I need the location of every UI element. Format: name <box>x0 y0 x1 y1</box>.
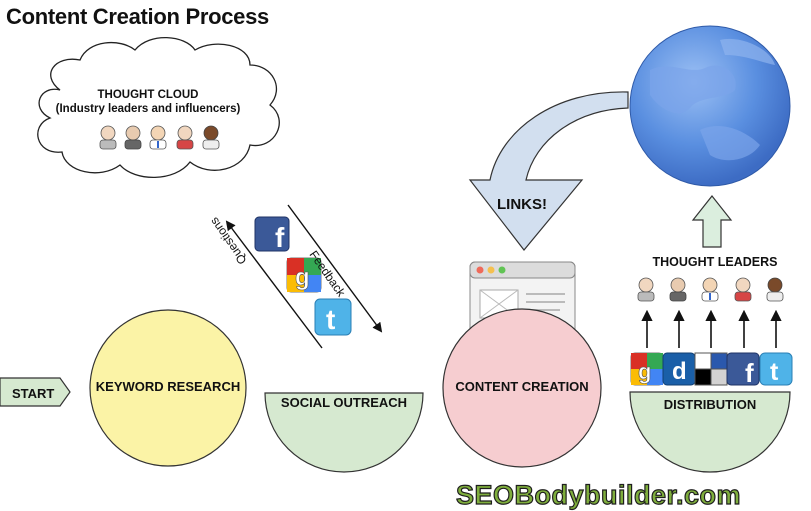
svg-text:f: f <box>275 222 285 253</box>
keyword-research-circle <box>89 309 247 467</box>
facebook-icon: f <box>254 216 290 253</box>
thought-cloud-label: THOUGHT CLOUD (Industry leaders and infl… <box>48 88 248 116</box>
thought-cloud-heading: THOUGHT CLOUD <box>97 89 199 101</box>
google-icon: g <box>286 257 322 293</box>
person-icon <box>766 277 784 302</box>
distribution-up-arrows <box>641 309 782 348</box>
person-icon <box>637 277 655 302</box>
content-creation-circle <box>442 308 602 468</box>
svg-text:f: f <box>745 358 754 388</box>
social-outreach-shape <box>264 392 424 473</box>
person-icon <box>734 277 752 302</box>
page-title: Content Creation Process <box>6 4 269 29</box>
thought-leaders-people <box>637 277 784 302</box>
person-icon <box>149 125 167 150</box>
questions-arrow <box>225 220 323 349</box>
brand-logo: SEOBodybuilder.com <box>455 479 742 510</box>
keyword-research-label: KEYWORD RESEARCH <box>95 379 241 394</box>
svg-text:g: g <box>295 264 310 291</box>
person-icon <box>124 125 142 150</box>
digg-icon: d <box>662 352 696 386</box>
up-arrow <box>691 195 733 248</box>
social-outreach-label: SOCIAL OUTREACH <box>280 395 408 410</box>
links-label: LINKS! <box>497 196 547 213</box>
cloud-people <box>99 125 220 150</box>
person-icon <box>701 277 719 302</box>
person-icon <box>99 125 117 150</box>
delicious-icon <box>694 352 728 386</box>
start-tag <box>0 377 71 407</box>
svg-text:g: g <box>638 359 651 384</box>
google-icon: g <box>630 352 664 386</box>
distribution-shape <box>629 391 791 473</box>
twitter-icon: t <box>314 298 352 336</box>
globe <box>629 25 791 187</box>
svg-text:t: t <box>770 358 779 386</box>
thought-leaders-label: THOUGHT LEADERS <box>652 255 778 269</box>
person-icon <box>669 277 687 302</box>
distribution-label: DISTRIBUTION <box>663 397 757 412</box>
person-icon <box>202 125 220 150</box>
start-label: START <box>12 386 55 401</box>
links-arrow <box>468 91 629 251</box>
facebook-icon: f <box>726 352 760 388</box>
svg-text:t: t <box>326 304 335 335</box>
svg-text:d: d <box>672 358 687 385</box>
twitter-icon: t <box>759 352 793 386</box>
content-creation-label: CONTENT CREATION <box>455 379 589 394</box>
feedback-arrow <box>287 204 383 333</box>
thought-cloud-subheading: (Industry leaders and influencers) <box>55 103 241 115</box>
person-icon <box>176 125 194 150</box>
